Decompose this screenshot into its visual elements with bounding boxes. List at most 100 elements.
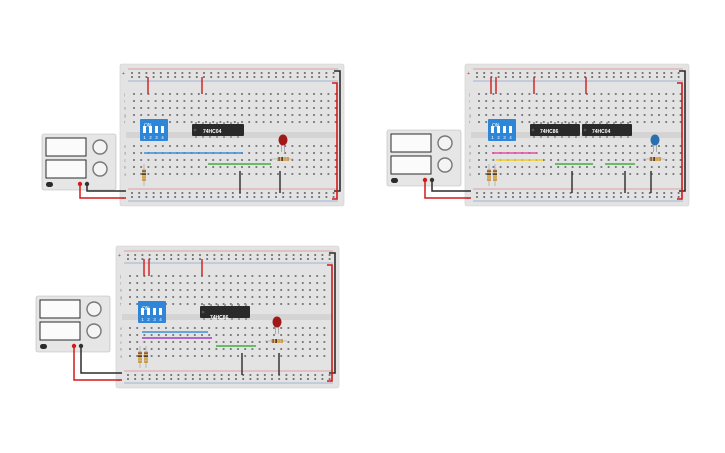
hole — [600, 100, 603, 102]
hole — [229, 348, 232, 350]
hole — [643, 114, 646, 116]
hole — [222, 282, 225, 284]
hole — [672, 121, 675, 123]
hole — [179, 289, 182, 291]
hole — [478, 152, 480, 154]
hole — [679, 159, 682, 161]
hole — [233, 166, 236, 168]
ic-notch — [193, 128, 197, 132]
dip-toggle — [497, 126, 500, 133]
hole — [557, 152, 560, 154]
rail-hole — [256, 374, 259, 376]
ic-pin — [223, 136, 225, 138]
hole — [269, 100, 272, 102]
rail-hole — [260, 192, 263, 194]
rail-hole — [213, 378, 216, 380]
hole — [665, 100, 668, 102]
hole — [485, 121, 488, 123]
resistor — [144, 351, 148, 363]
hole — [133, 93, 135, 95]
rail-hole — [303, 192, 306, 194]
hole — [643, 100, 646, 102]
rail-hole — [170, 374, 173, 376]
resistor — [138, 351, 142, 363]
rail-hole — [134, 374, 137, 376]
ic-pin — [195, 122, 197, 124]
hole — [147, 100, 150, 102]
hole — [190, 166, 193, 168]
hole — [172, 355, 175, 357]
resistor-band — [144, 352, 148, 354]
rail-hole — [249, 378, 252, 380]
ic-pin — [620, 136, 622, 138]
rail-hole — [328, 254, 331, 256]
wire-vcc — [332, 82, 338, 200]
hole — [172, 303, 175, 305]
dip-on-label: ON — [142, 306, 150, 312]
hole — [287, 341, 290, 343]
hole — [165, 327, 167, 329]
hole — [298, 100, 301, 102]
hole — [578, 100, 581, 102]
hole — [334, 152, 337, 154]
hole — [280, 303, 283, 305]
rail-hole — [641, 72, 644, 74]
ic-notch — [201, 310, 205, 314]
rail-hole — [318, 76, 321, 78]
hole — [165, 282, 167, 284]
rail-hole — [296, 76, 299, 78]
hole — [550, 107, 552, 109]
hole — [226, 173, 229, 175]
rail-hole — [526, 72, 529, 74]
rail-hole — [584, 196, 586, 198]
hole — [578, 173, 581, 175]
hole — [313, 107, 315, 109]
dip-toggle — [143, 126, 146, 133]
hole — [287, 282, 290, 284]
rail-hole — [253, 76, 256, 78]
hole — [313, 114, 315, 116]
hole — [183, 93, 186, 95]
resistor-band — [144, 355, 148, 357]
hole — [251, 296, 254, 298]
hole — [273, 275, 275, 277]
hole — [165, 341, 167, 343]
hole — [327, 121, 330, 123]
hole — [237, 282, 239, 284]
rail-hole — [299, 258, 302, 260]
rail-hole — [296, 192, 299, 194]
rail-hole — [278, 258, 281, 260]
rail-hole — [217, 192, 220, 194]
rail-hole — [256, 254, 259, 256]
hole — [528, 107, 531, 109]
wire-ps-minus — [80, 348, 122, 374]
hole — [205, 100, 207, 102]
ic-pin — [216, 136, 218, 138]
rail-hole — [152, 72, 155, 74]
resistor-band — [653, 157, 655, 161]
hole — [301, 296, 304, 298]
rail-hole — [167, 196, 169, 198]
hole — [305, 166, 308, 168]
hole — [535, 173, 538, 175]
hole — [273, 282, 275, 284]
rail-hole — [476, 72, 478, 74]
hole — [309, 282, 311, 284]
hole — [248, 93, 251, 95]
rail-hole — [242, 374, 245, 376]
rail-hole — [497, 76, 500, 78]
row-letter: g — [120, 295, 122, 300]
rail-hole — [648, 72, 651, 74]
resistor — [493, 169, 497, 181]
rail-hole — [131, 196, 133, 198]
ic-pin — [547, 136, 549, 138]
hole — [265, 296, 268, 298]
hole — [140, 159, 143, 161]
hole — [672, 152, 675, 154]
ic-pin — [245, 304, 247, 306]
rail-hole — [271, 374, 273, 376]
rail-hole — [670, 196, 673, 198]
rail-hole — [159, 76, 162, 78]
hole — [157, 348, 160, 350]
row-letter: a — [469, 172, 472, 177]
